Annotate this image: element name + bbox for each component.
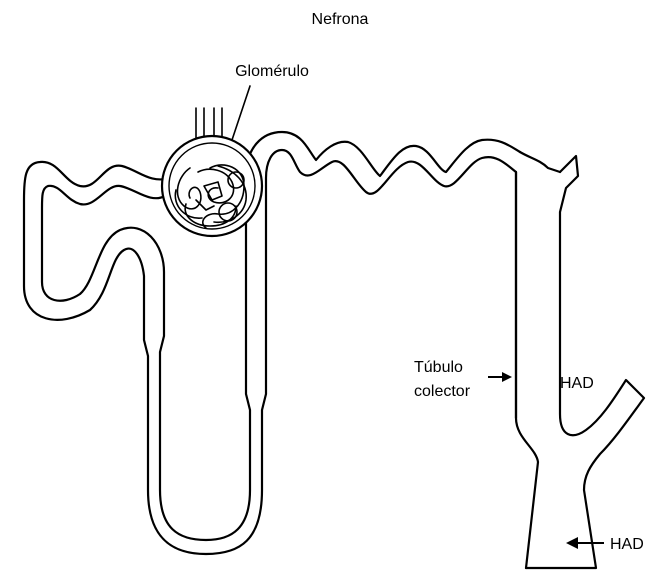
nephron-tubule-inner — [42, 132, 520, 540]
diagram-title: Nefrona — [312, 11, 369, 28]
glomerulus-label: Glomérulo — [235, 63, 309, 80]
bowman-capsule — [162, 136, 262, 236]
collecting-duct-label-line1: Túbulo — [414, 359, 463, 376]
distal-connection — [520, 152, 560, 172]
adh-label-upper: HAD — [560, 375, 594, 392]
collecting-duct-label-line2: colector — [414, 383, 471, 400]
collecting-duct — [516, 156, 644, 568]
glomerulus — [162, 136, 262, 236]
adh-label-lower: HAD — [610, 536, 644, 553]
adh-lower-arrow — [566, 537, 604, 549]
collecting-duct-arrow — [488, 372, 512, 382]
